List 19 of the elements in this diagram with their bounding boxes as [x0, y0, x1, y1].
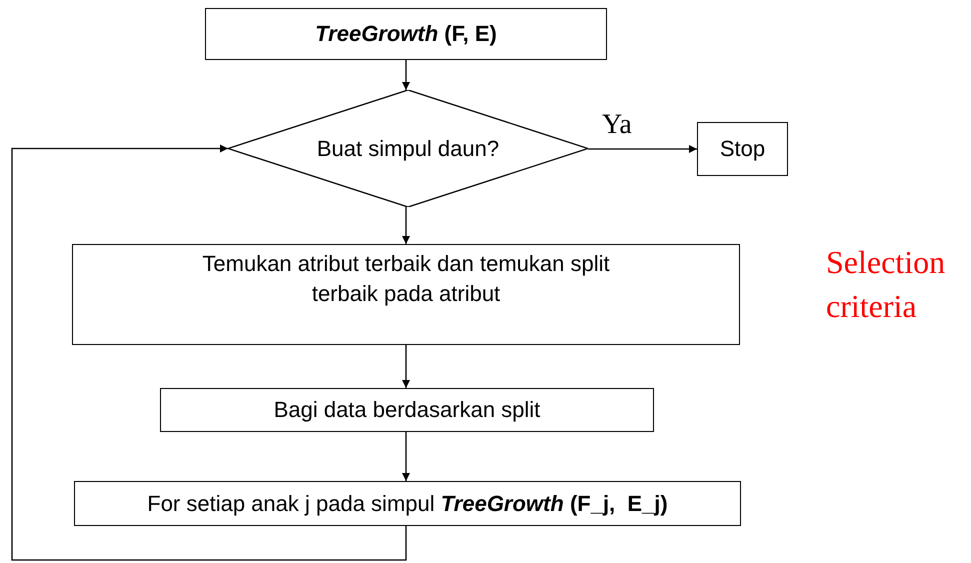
- process-box: [160, 388, 654, 432]
- node-text: TreeGrowth (F, E): [315, 20, 497, 48]
- node-text: For setiap anak j pada simpul TreeGrowth (F_j, E_j): [147, 490, 668, 518]
- annotation-text: Selection criteria: [826, 243, 946, 326]
- arrow: [588, 145, 697, 153]
- arrow: [11, 144, 407, 561]
- arrow: [402, 432, 410, 481]
- process-box: [697, 122, 788, 176]
- node-text: Bagi data berdasarkan split: [274, 396, 540, 424]
- arrow: [402, 345, 410, 388]
- process-box: [72, 244, 740, 345]
- process-box: [74, 481, 741, 526]
- arrow: [402, 207, 410, 244]
- node-text: Stop: [720, 135, 766, 163]
- node-text: Buat simpul daun?: [316, 134, 500, 163]
- arrow: [402, 60, 410, 90]
- process-box: [205, 8, 607, 60]
- node-text: Temukan atribut terbaik dan temukan split terbaik pada atribut: [201, 250, 611, 308]
- decision-diamond: [228, 90, 588, 207]
